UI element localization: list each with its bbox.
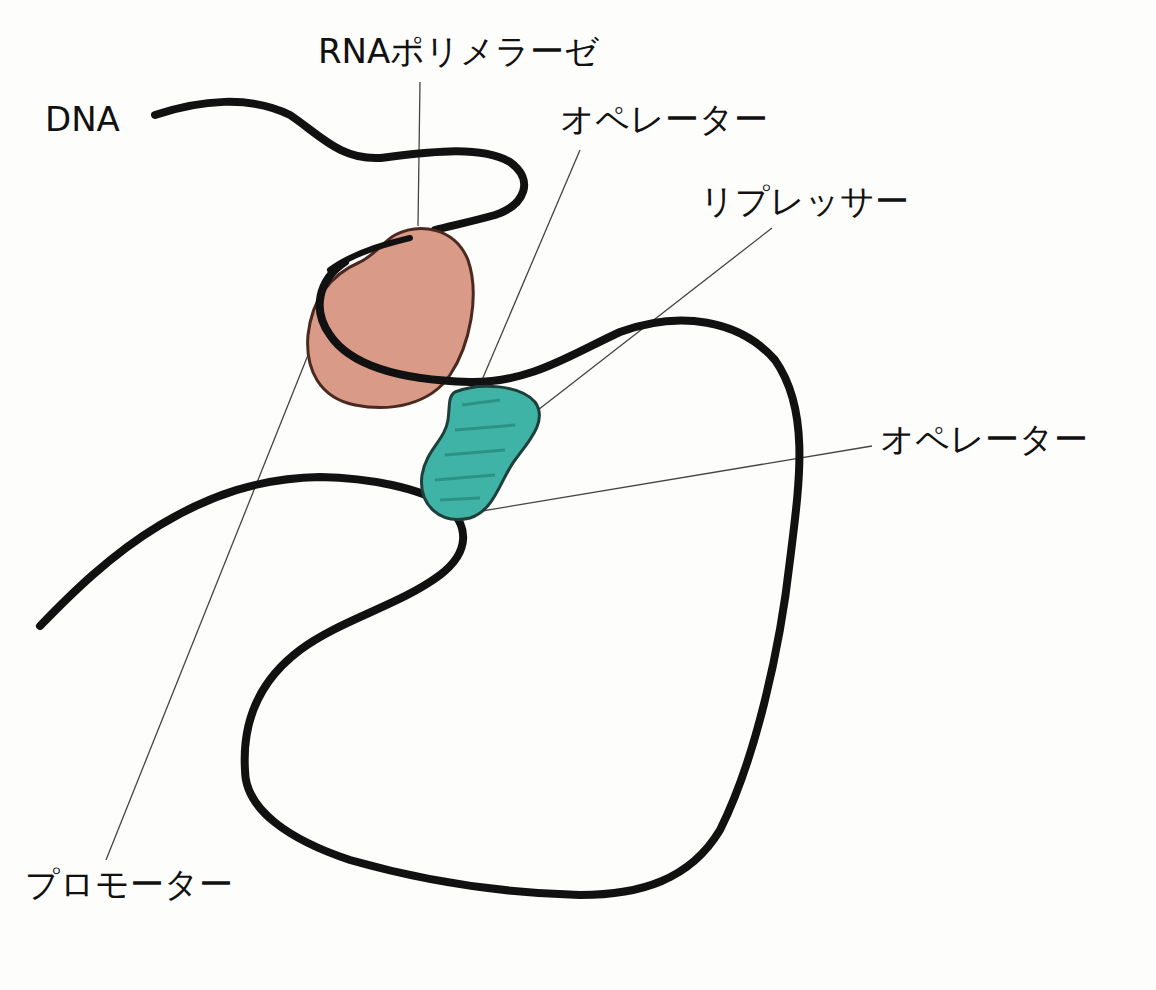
dna-strand xyxy=(40,262,799,895)
part-label: DNA xyxy=(45,100,120,139)
dna-strand xyxy=(155,102,524,230)
part-label: リプレッサー xyxy=(700,182,909,221)
part-label: プロモーター xyxy=(25,865,233,904)
repressor xyxy=(422,386,540,519)
leader-line xyxy=(482,150,580,380)
repressor-texture xyxy=(435,400,515,500)
part-label: オペレーター xyxy=(880,420,1088,459)
leader-line xyxy=(106,330,318,860)
part-label: オペレーター xyxy=(560,100,768,139)
part-label: RNAポリメラーゼ xyxy=(318,32,599,71)
